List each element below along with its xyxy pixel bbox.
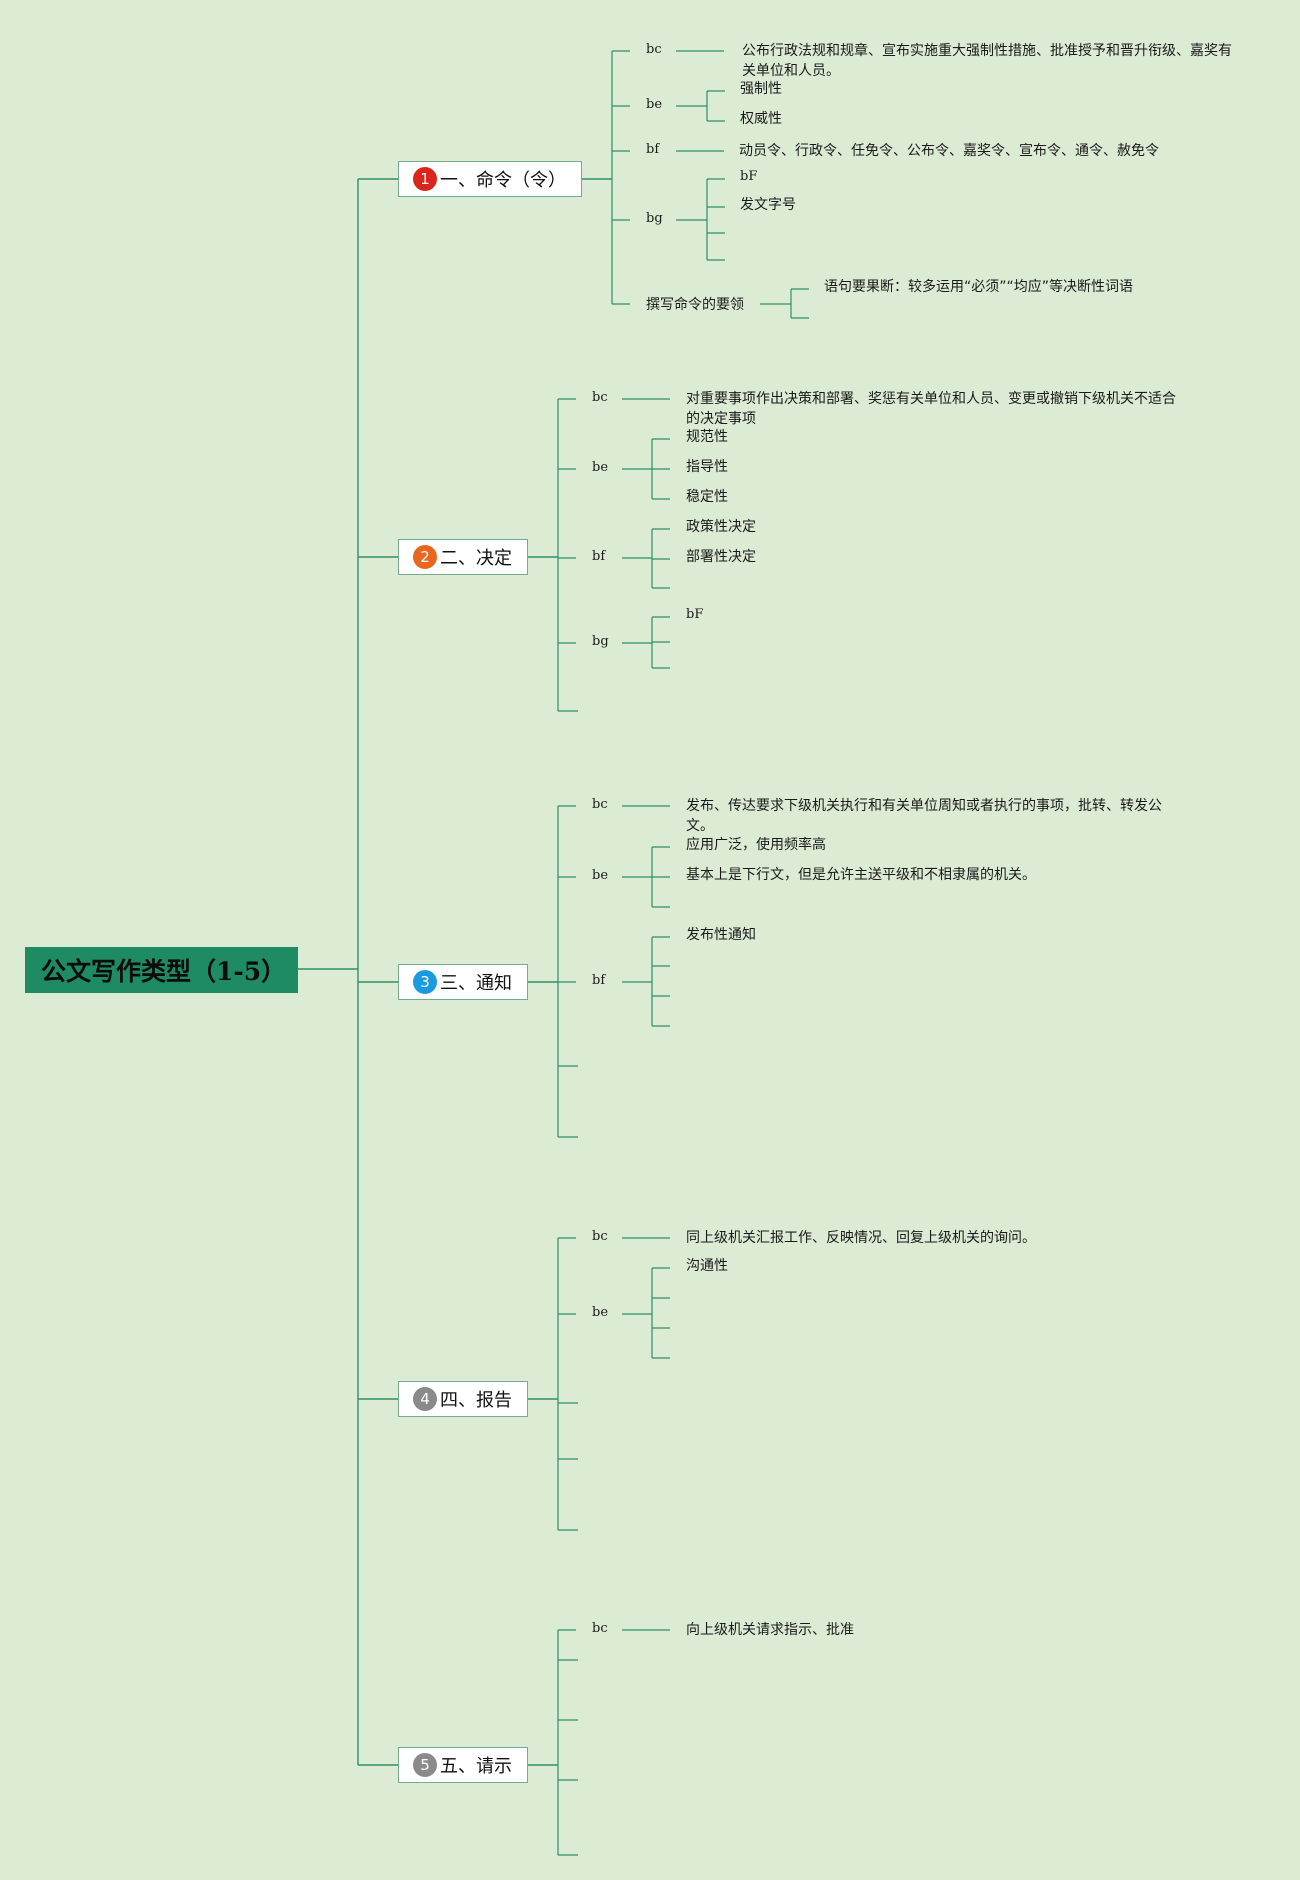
leaf-text: 动员令、行政令、任免令、公布令、嘉奖令、宣布令、通令、赦免令 — [739, 143, 1159, 159]
leaf-text: 发布性通知 — [686, 927, 756, 943]
leaf-text: 规范性 — [686, 429, 728, 445]
node-key: bf — [592, 973, 606, 988]
leaf-text: 指导性 — [686, 459, 728, 475]
leaf-text: 同上级机关汇报工作、反映情况、回复上级机关的询问。 — [686, 1230, 1036, 1246]
leaf-text: 沟通性 — [686, 1258, 728, 1274]
leaf-text: 部署性决定 — [686, 549, 756, 565]
node-key: be — [592, 460, 609, 475]
node-key: be — [592, 868, 609, 883]
node-key: bf — [646, 142, 660, 157]
node-key: be — [646, 97, 663, 112]
leaf-text: bF — [740, 169, 758, 184]
leaf-text: 公布行政法规和规章、宣布实施重大强制性措施、批准授予和晋升衔级、嘉奖有关单位和人… — [742, 43, 1232, 79]
root-title: 公文写作类型（1-5） — [41, 957, 287, 986]
node-key: bc — [592, 1229, 608, 1244]
leaf-text: 政策性决定 — [686, 519, 756, 535]
topic-label: 二、决定 — [440, 548, 512, 569]
number-badge-icon: 3 — [413, 970, 437, 994]
number-badge-icon: 1 — [413, 167, 437, 191]
node-key: bf — [592, 549, 606, 564]
leaf-text: 语句要果断：较多运用“必须”“均应”等决断性词语 — [824, 279, 1134, 295]
node-key: bg — [592, 634, 609, 649]
root-topic[interactable]: 公文写作类型（1-5） — [25, 947, 298, 993]
node-key: bg — [646, 211, 663, 226]
topic-label: 四、报告 — [440, 1390, 512, 1411]
node-key: bc — [592, 797, 608, 812]
topic-label: 一、命令（令） — [440, 170, 566, 191]
topic-label: 三、通知 — [440, 973, 512, 994]
number-badge-icon: 5 — [413, 1753, 437, 1777]
leaf-text: 应用广泛，使用频率高 — [686, 837, 826, 853]
node-key: 撰写命令的要领 — [646, 297, 744, 313]
node-key: bc — [592, 1621, 608, 1636]
leaf-text: 向上级机关请求指示、批准 — [686, 1622, 854, 1638]
node-key: bc — [646, 42, 662, 57]
node-key: be — [592, 1305, 609, 1320]
leaf-text: 发布、传达要求下级机关执行和有关单位周知或者执行的事项，批转、转发公文。 — [686, 798, 1162, 834]
number-badge-icon: 4 — [413, 1387, 437, 1411]
leaf-text: 权威性 — [740, 111, 782, 127]
leaf-text: bF — [686, 607, 704, 622]
node-key: bc — [592, 390, 608, 405]
leaf-text: 对重要事项作出决策和部署、奖惩有关单位和人员、变更或撤销下级机关不适合的决定事项 — [686, 391, 1176, 427]
leaf-text: 强制性 — [740, 81, 782, 97]
number-badge-icon: 2 — [413, 545, 437, 569]
leaf-text: 基本上是下行文，但是允许主送平级和不相隶属的机关。 — [686, 867, 1036, 883]
leaf-text: 稳定性 — [686, 489, 728, 505]
leaf-text: 发文字号 — [740, 197, 796, 213]
topic-label: 五、请示 — [440, 1756, 512, 1777]
